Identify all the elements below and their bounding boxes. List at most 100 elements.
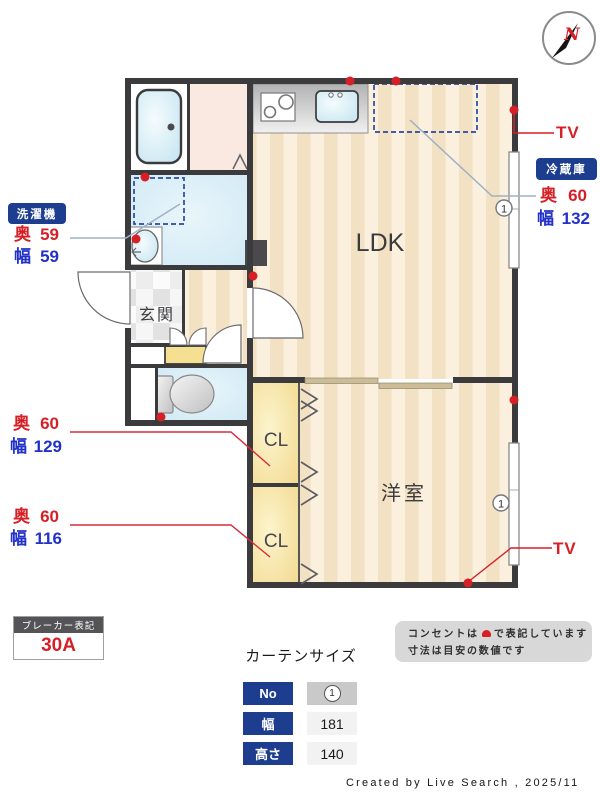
closet-upper-width-label: 幅	[10, 437, 27, 456]
table-row: No 1	[243, 682, 357, 705]
legend-line1-before: コンセントは	[408, 629, 479, 640]
closet-lower-label: CL	[263, 531, 289, 552]
wall-closet-divider	[253, 483, 299, 487]
toilet-door-arc	[202, 324, 242, 364]
wall-top	[125, 78, 518, 84]
closet-door-chevron	[300, 461, 319, 483]
legend-line1-after: で表記しています	[493, 629, 588, 640]
sliding-door-panel	[378, 382, 453, 389]
outlet-marker	[140, 172, 150, 182]
washer-width-value: 59	[40, 247, 59, 266]
hall-door-arc	[169, 327, 188, 346]
closet-lower-width-label: 幅	[10, 529, 27, 548]
tv-label-top: TV	[556, 123, 580, 142]
entrance-room-label: 玄関	[138, 307, 175, 324]
wall-closet-left	[247, 420, 253, 588]
fridge-depth-label: 奥	[540, 186, 557, 205]
credit-text: Created by Live Search , 2025/11	[346, 777, 580, 789]
hall-door-arc	[188, 327, 207, 346]
tv-bottom-leader-line	[467, 547, 552, 583]
curtain-width-header: 幅	[243, 712, 293, 735]
legend-line1: コンセントは で表記しています	[408, 628, 592, 642]
wall-closet-front	[298, 383, 300, 582]
outlet-marker	[345, 76, 355, 86]
closet-upper-leader-line	[70, 431, 271, 467]
stove-burner	[278, 94, 294, 110]
closet-upper-width-value: 129	[33, 437, 62, 456]
wall-center-divider-upper	[247, 84, 253, 288]
washer-width-label: 幅	[14, 247, 31, 266]
wall-left-lower	[125, 328, 131, 426]
closet-door-chevron	[300, 388, 319, 410]
closet-upper-label: CL	[263, 430, 289, 451]
wall-bath-divider	[187, 84, 190, 170]
folding-door-mark	[232, 153, 248, 170]
closet-lower-floor	[253, 487, 299, 582]
kitchen-sink	[315, 90, 359, 123]
wall-center-divider-lower	[247, 338, 253, 424]
window-marker-circle	[492, 494, 510, 512]
outlet-legend-icon	[481, 630, 491, 637]
wall-bottom	[247, 582, 518, 588]
compass-north-label: N	[563, 25, 581, 45]
wall-left-section-bottom	[125, 420, 253, 426]
washer-leader-line	[70, 203, 181, 239]
closet-lower-width-value: 116	[34, 529, 62, 548]
closet-upper-depth-label: 奥	[13, 414, 30, 433]
outlet-marker	[509, 105, 519, 115]
outlet-marker	[248, 271, 258, 281]
tv-label-bottom: TV	[553, 539, 577, 558]
window-marker-number: 1	[498, 499, 504, 511]
toilet-bowl	[169, 374, 215, 414]
wall-right	[512, 78, 518, 588]
fridge-width-label: 幅	[537, 209, 554, 228]
curtain-size-table: No 1 幅 181 高さ 140	[243, 682, 357, 772]
closet-door-chevron	[300, 400, 319, 422]
bathtub-drain	[167, 123, 175, 131]
wall-ldk-western-right	[453, 377, 512, 383]
western-window	[508, 442, 520, 566]
wall-toilet-divider	[155, 368, 158, 420]
entrance-door-arc	[77, 271, 131, 325]
window-marker-number: 1	[501, 204, 507, 216]
breaker-box: ブレーカー表記 30A	[13, 616, 104, 660]
curtain-no-cell: 1	[307, 682, 357, 705]
wall-entrance-divider	[182, 270, 185, 344]
tv-top-leader-line	[513, 112, 554, 134]
outlet-marker	[131, 234, 141, 244]
washer-space-dashed-box	[133, 177, 185, 225]
western-room-label: 洋室	[381, 483, 427, 505]
ldk-room-label: LDK	[355, 229, 405, 257]
table-row: 幅 181	[243, 712, 357, 735]
closet-lower-leader-line	[70, 524, 271, 558]
faucet-dot	[337, 92, 343, 98]
curtain-height-header: 高さ	[243, 742, 293, 765]
closet-door-chevron	[300, 484, 319, 506]
outlet-marker	[463, 578, 473, 588]
sliding-door-panel	[304, 377, 379, 384]
washbasin-faucet	[131, 247, 141, 257]
wall-under-entrance	[125, 343, 185, 347]
curtain-no-header: No	[243, 682, 293, 705]
shoe-cabinet	[164, 345, 207, 365]
breaker-value: 30A	[41, 635, 76, 656]
fridge-tag: 冷蔵庫	[536, 158, 597, 180]
compass-needle	[552, 23, 578, 58]
stove-burner	[263, 105, 277, 119]
bathtub	[135, 88, 183, 165]
wall-ldk-western-left	[253, 377, 305, 383]
curtain-size-title: カーテンサイズ	[245, 648, 357, 665]
legend-line2: 寸法は目安の数値です	[408, 646, 526, 657]
wall-under-washroom	[125, 265, 253, 270]
curtain-height-cell: 140	[307, 742, 357, 765]
outlet-marker	[509, 395, 519, 405]
outlet-marker	[391, 76, 401, 86]
table-row: 高さ 140	[243, 742, 357, 765]
closet-door-chevron	[300, 563, 319, 585]
washer-tag: 洗濯機	[8, 203, 66, 224]
fridge-depth-value: 60	[568, 186, 587, 205]
washer-depth-value: 59	[40, 225, 59, 244]
closet-lower-depth-label: 奥	[13, 507, 30, 526]
